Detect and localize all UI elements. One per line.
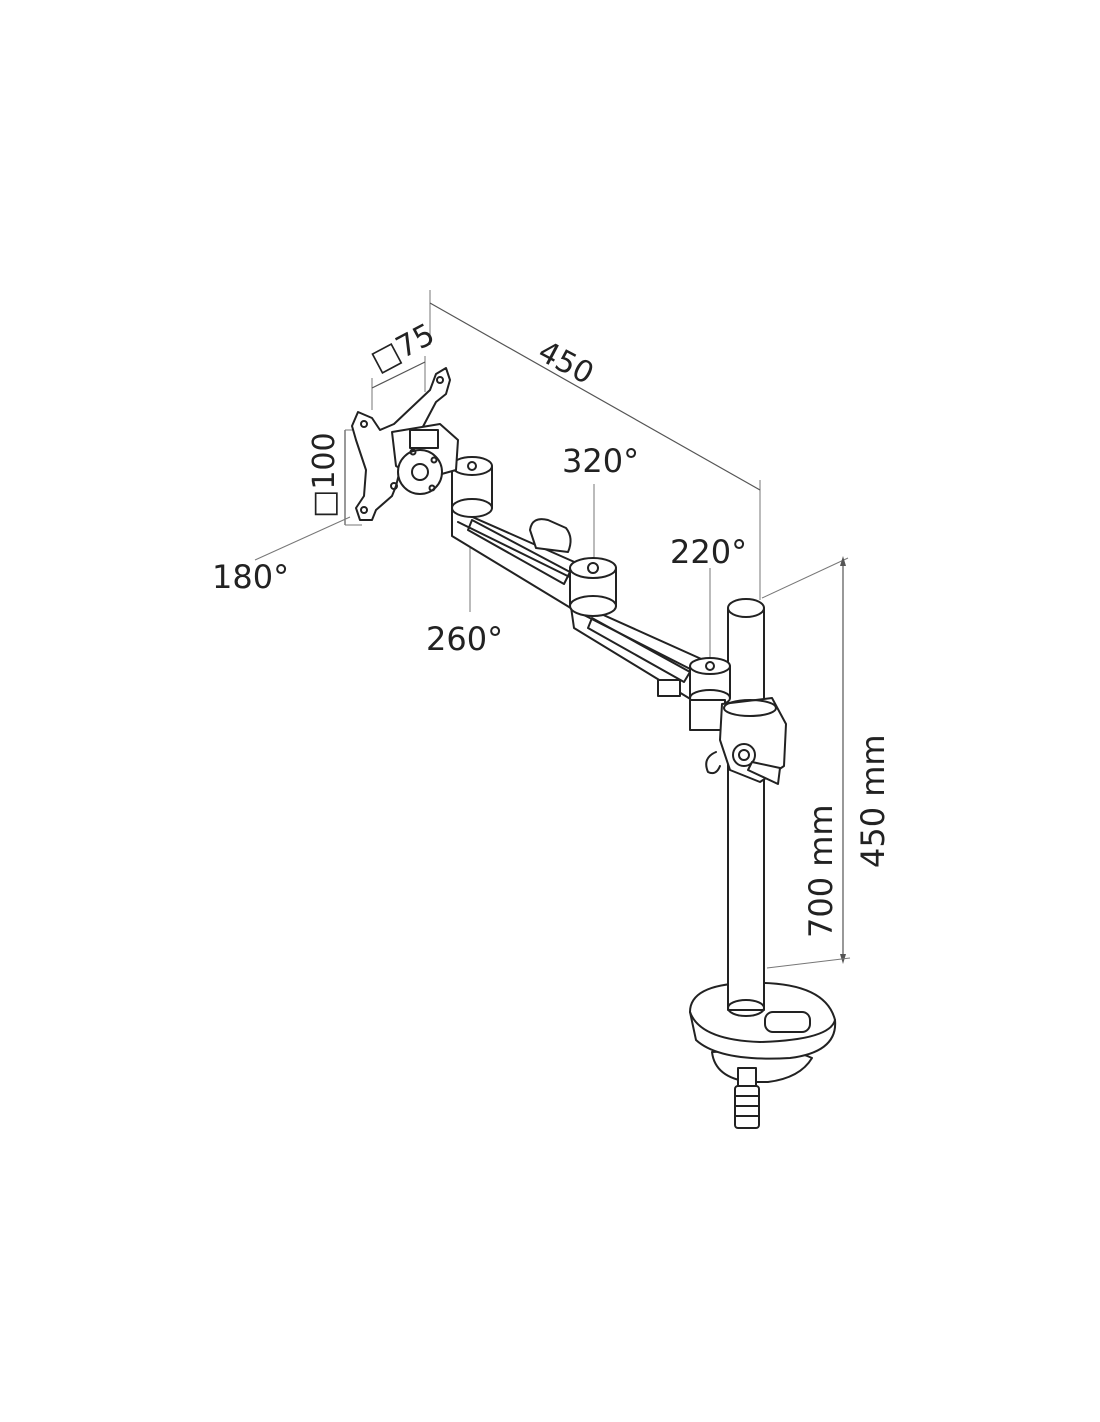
arm-length-label: 450	[532, 334, 599, 392]
plate-height-label: □100	[307, 432, 342, 518]
dimension-lines	[254, 290, 851, 969]
rotation-260-label: 260°	[426, 620, 503, 658]
first-joint	[451, 456, 493, 518]
plate-width-label: □75	[365, 317, 440, 379]
height-range-label: 450 mm	[854, 734, 892, 868]
tilt-head	[391, 423, 459, 495]
rotation-320-label: 320°	[562, 442, 639, 480]
rotation-180-label: 180°	[212, 558, 289, 596]
mid-joint	[569, 557, 617, 617]
pole-length-label: 700 mm	[802, 804, 840, 938]
dimension-labels: □75 □100 450 180° 260° 320° 220° 700 mm …	[212, 317, 892, 938]
pole	[727, 598, 765, 1017]
desk-clamp	[689, 981, 837, 1129]
pole-joint	[657, 657, 787, 785]
rotation-220-label: 220°	[670, 533, 747, 571]
